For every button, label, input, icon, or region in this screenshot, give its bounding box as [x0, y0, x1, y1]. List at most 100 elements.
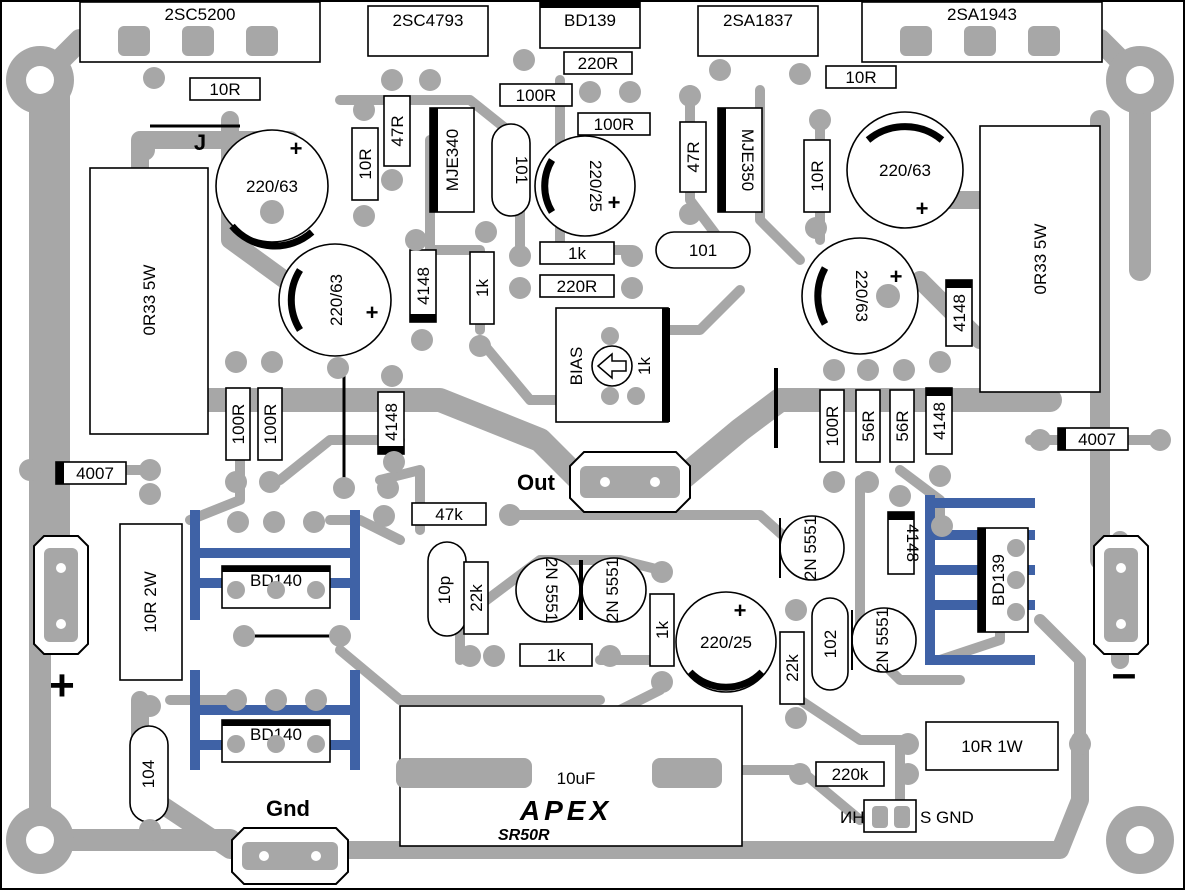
diode-4148-d: 4148: [925, 387, 953, 455]
label-1k-bottom: 1k: [547, 646, 565, 665]
label-220k: 220k: [832, 765, 869, 784]
diode-4148-a: 4148: [409, 249, 437, 323]
transistor-mje340: MJE340: [429, 107, 475, 213]
diode-4148-e: 4148: [887, 511, 922, 575]
diode-4007-left: 4007: [55, 461, 127, 485]
label-220-63-mid-left: 220/63: [327, 274, 346, 326]
capacitor-220-63-top-left: 220/63 +: [215, 129, 329, 250]
label-2n5551-c: 2N 5551: [801, 516, 820, 580]
transistor-2sc5200: 2SC5200: [79, 1, 321, 63]
solder-pads: [19, 49, 1171, 841]
capacitor-220-25-top: 220/25 +: [534, 135, 636, 237]
label-22k-right: 22k: [783, 654, 802, 682]
label-minus: –: [1112, 649, 1136, 698]
capacitor-220-63-mid-left: 220/63 +: [278, 243, 392, 357]
resistor-1k-bottom: 1k: [519, 643, 593, 667]
label-mje350: MJE350: [738, 129, 757, 191]
label-4148-a: 4148: [414, 267, 433, 305]
resistor-10r-top-right: 10R: [825, 65, 897, 89]
label-4148-d: 4148: [930, 402, 949, 440]
label-10r-left: 10R: [356, 148, 375, 179]
resistor-100r-a: 100R: [225, 387, 251, 461]
resistor-100r-b: 100R: [257, 387, 283, 461]
resistor-10r-top-left: 10R: [189, 77, 261, 101]
supply-terminal-positive: +: [33, 535, 89, 710]
jumper-j: J: [150, 124, 240, 155]
resistor-10r-2w: 10R 2W: [119, 523, 183, 681]
transistor-2sc4793: 2SC4793: [367, 5, 489, 57]
mount-hole-bottom-left: [6, 806, 74, 874]
resistor-22k-right: 22k: [779, 631, 805, 705]
resistor-100r-c: 100R: [819, 389, 845, 463]
resistor-10r-1w: 10R 1W: [925, 721, 1059, 771]
label-100r-top: 100R: [516, 86, 557, 105]
resistor-0r33-left: 0R33 5W: [89, 167, 209, 435]
mount-hole-top-right: [1106, 46, 1174, 114]
cap-plus-sign: +: [734, 598, 747, 623]
capacitor-10p: 10p: [427, 541, 467, 637]
label-jumper: J: [194, 130, 206, 155]
cap-plus-sign: +: [608, 190, 621, 215]
resistor-10r-right: 10R: [803, 139, 831, 213]
capacitor-101-left: 101: [491, 123, 531, 217]
transistor-2n5551-c: 2N 5551: [779, 515, 845, 581]
transistor-2n5551-a: 2N 5551: [515, 557, 581, 623]
label-220-63-mid-right: 220/63: [852, 270, 871, 322]
resistor-220r-top: 220R: [563, 51, 633, 75]
label-gnd: Gnd: [266, 796, 310, 821]
transistor-2n5551-d: 2N 5551: [851, 607, 917, 673]
cap-plus-sign: +: [890, 264, 903, 289]
transistor-bd140-upper: BD140: [221, 565, 331, 609]
diode-4148-b: 4148: [377, 391, 405, 455]
supply-terminal-negative: –: [1093, 535, 1149, 698]
label-47r-right: 47R: [684, 141, 703, 172]
label-4148-b: 4148: [382, 403, 401, 441]
resistor-47k: 47k: [411, 502, 487, 526]
label-4007-left: 4007: [76, 464, 114, 483]
resistor-22k-left: 22k: [463, 561, 489, 635]
label-10r-1w: 10R 1W: [961, 737, 1022, 756]
label-100r-b: 100R: [261, 404, 280, 445]
label-100r-c: 100R: [823, 406, 842, 447]
label-input: ИН: [840, 808, 865, 827]
label-4148-e: 4148: [903, 524, 922, 562]
label-0r33-right: 0R33 5W: [1031, 224, 1050, 295]
label-bd140-lower: BD140: [250, 725, 302, 744]
capacitor-220-63-mid-right: 220/63 +: [801, 237, 919, 355]
input-connector: ИН S GND: [840, 799, 974, 833]
label-1k-vertical-bottom: 1k: [653, 621, 672, 639]
label-4148-c: 4148: [950, 294, 969, 332]
label-100r-mid: 100R: [594, 115, 635, 134]
label-2sa1837: 2SA1837: [723, 11, 793, 30]
label-1k-center: 1k: [568, 244, 586, 263]
label-1k-vertical: 1k: [473, 279, 492, 297]
cap-plus-sign: +: [366, 300, 379, 325]
cap-plus-sign: +: [290, 136, 303, 161]
apex-logo: APEX: [519, 795, 612, 826]
label-2n5551-d: 2N 5551: [873, 608, 892, 672]
capacitor-101-right: 101: [655, 231, 751, 269]
label-bd139-top: BD139: [564, 11, 616, 30]
label-104: 104: [139, 760, 158, 788]
mounting-holes: [6, 46, 1174, 874]
label-2sc4793: 2SC4793: [393, 11, 464, 30]
label-4007-right: 4007: [1078, 430, 1116, 449]
transistor-mje350: MJE350: [717, 107, 763, 213]
diode-4148-c: 4148: [945, 279, 973, 347]
capacitor-220-25-bottom: 220/25 +: [675, 591, 777, 693]
label-10r-2w: 10R 2W: [141, 571, 160, 632]
mount-hole-bottom-right: [1106, 806, 1174, 874]
output-terminal: Out: [517, 451, 691, 513]
capacitor-104: 104: [129, 725, 169, 823]
label-47r-left: 47R: [388, 115, 407, 146]
transistor-2sa1837: 2SA1837: [697, 5, 819, 57]
label-2sa1943: 2SA1943: [947, 5, 1017, 24]
diode-4007-right: 4007: [1057, 427, 1129, 451]
label-bias: BIAS: [567, 347, 586, 386]
label-220-63-top-left: 220/63: [246, 177, 298, 196]
resistor-47r-left: 47R: [383, 95, 411, 167]
label-10r-top-left: 10R: [209, 80, 240, 99]
cap-plus-sign: +: [916, 196, 929, 221]
